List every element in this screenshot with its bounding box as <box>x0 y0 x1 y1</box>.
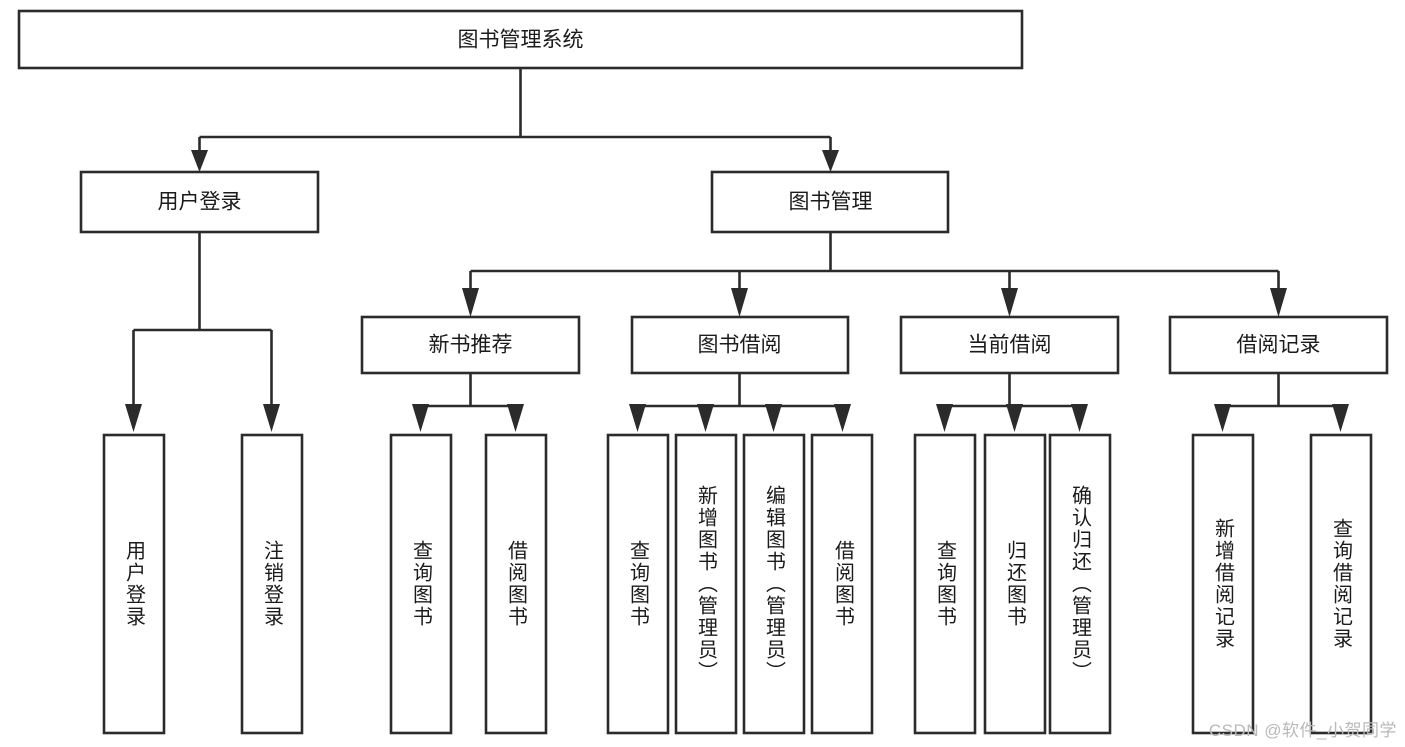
node-leaf-add-record-label: 新增借阅记录 <box>1212 518 1235 650</box>
node-book-borrow-box[interactable] <box>630 315 850 375</box>
node-current-borrow-box[interactable] <box>899 315 1120 375</box>
edge-newbookrec-to-leaves-trunk <box>419 373 517 421</box>
node-root-box[interactable] <box>17 9 1024 70</box>
arrowhead-leaf-user-login <box>125 404 142 432</box>
arrowhead-leaf-edit-book <box>765 404 782 432</box>
node-current-borrow-label: 当前借阅 <box>968 334 1052 357</box>
csdn-watermark: CSDN @软件_小贺同学 <box>1208 721 1397 740</box>
node-leaf-query-record-label: 查询借阅记录 <box>1330 518 1353 650</box>
node-leaf-user-login[interactable]: 用户登录 <box>102 433 166 735</box>
arrowhead-leaf-user-logout <box>263 404 280 432</box>
node-leaf-return-book-label: 归还图书 <box>1004 540 1027 628</box>
node-leaf-confirm-return-box[interactable] <box>1048 433 1112 735</box>
arrowhead-leaf-add-book <box>697 404 714 432</box>
node-borrow-record-label: 借阅记录 <box>1237 334 1321 357</box>
node-leaf-user-login-label: 用户登录 <box>123 540 146 628</box>
node-book-borrow[interactable]: 图书借阅 <box>630 315 850 375</box>
node-leaf-return-book[interactable]: 归还图书 <box>983 433 1047 735</box>
node-book-borrow-label: 图书借阅 <box>698 334 782 357</box>
node-leaf-query-book-c-label: 查询图书 <box>934 540 957 628</box>
node-leaf-borrow-book-b-label: 借阅图书 <box>832 540 855 628</box>
node-book-manage-label: 图书管理 <box>789 191 873 214</box>
node-user-login-label: 用户登录 <box>158 191 242 214</box>
node-borrow-record-box[interactable] <box>1168 315 1389 375</box>
arrowhead-leaf-query-book-a <box>412 404 429 432</box>
node-leaf-add-record-box[interactable] <box>1191 433 1255 735</box>
node-leaf-user-login-box[interactable] <box>102 433 166 735</box>
node-leaf-edit-book-label: 编辑图书（管理员） <box>763 485 786 683</box>
node-leaf-borrow-book-b-box[interactable] <box>810 433 874 735</box>
arrowhead-leaf-confirm-return <box>1071 404 1088 432</box>
node-leaf-edit-book-box[interactable] <box>742 433 806 735</box>
arrowhead-leaf-add-record <box>1214 404 1231 432</box>
node-leaf-query-book-a[interactable]: 查询图书 <box>389 433 453 735</box>
node-leaf-add-book[interactable]: 新增图书（管理员） <box>674 433 738 735</box>
arrowhead-borrow-record <box>1270 288 1287 317</box>
arrowhead-leaf-query-book-c <box>936 404 953 432</box>
arrowhead-book-manage <box>822 150 839 172</box>
node-leaf-query-record[interactable]: 查询借阅记录 <box>1309 433 1373 735</box>
node-book-manage[interactable]: 图书管理 <box>710 170 950 234</box>
node-new-book-rec[interactable]: 新书推荐 <box>360 315 581 375</box>
node-user-login-box[interactable] <box>79 170 320 234</box>
node-leaf-query-book-b-label: 查询图书 <box>627 540 650 628</box>
arrowhead-user-login <box>191 150 208 172</box>
node-root[interactable]: 图书管理系统 <box>17 9 1024 70</box>
arrowhead-leaf-return-book <box>1006 404 1023 432</box>
connector-layer <box>132 68 1342 421</box>
node-leaf-query-book-a-label: 查询图书 <box>410 540 433 628</box>
node-leaf-confirm-return-label: 确认归还（管理员） <box>1069 485 1092 683</box>
node-root-label: 图书管理系统 <box>458 29 584 52</box>
node-leaf-query-book-a-box[interactable] <box>389 433 453 735</box>
arrowhead-new-book-rec <box>462 288 479 317</box>
node-leaf-confirm-return[interactable]: 确认归还（管理员） <box>1048 433 1112 735</box>
node-leaf-return-book-box[interactable] <box>983 433 1047 735</box>
node-leaf-add-book-box[interactable] <box>674 433 738 735</box>
node-leaf-add-record[interactable]: 新增借阅记录 <box>1191 433 1255 735</box>
arrowhead-current-borrow <box>1001 288 1018 317</box>
node-leaf-query-book-c[interactable]: 查询图书 <box>913 433 977 735</box>
node-leaf-borrow-book-a-box[interactable] <box>484 433 548 735</box>
arrowhead-leaf-borrow-book-b <box>834 404 851 432</box>
node-leaf-borrow-book-b[interactable]: 借阅图书 <box>810 433 874 735</box>
node-leaf-query-book-b[interactable]: 查询图书 <box>606 433 670 735</box>
edge-bookborrow-to-leaves-trunk <box>636 373 844 421</box>
arrowhead-leaf-query-record <box>1332 404 1349 432</box>
arrowhead-layer <box>125 150 1349 432</box>
arrowhead-leaf-borrow-book-a <box>507 404 524 432</box>
node-book-manage-box[interactable] <box>710 170 950 234</box>
arrowhead-book-borrow <box>731 288 748 317</box>
node-leaf-query-record-box[interactable] <box>1309 433 1373 735</box>
node-leaf-user-logout-label: 注销登录 <box>261 540 284 628</box>
arrowhead-leaf-query-book-b <box>629 404 646 432</box>
node-leaf-edit-book[interactable]: 编辑图书（管理员） <box>742 433 806 735</box>
node-leaf-add-book-label: 新增图书（管理员） <box>695 485 718 683</box>
node-leaf-user-logout-box[interactable] <box>240 433 304 735</box>
node-new-book-rec-label: 新书推荐 <box>429 334 513 357</box>
edge-userlogin-to-leaves-trunk <box>132 232 273 406</box>
node-leaf-user-logout[interactable]: 注销登录 <box>240 433 304 735</box>
node-leaf-query-book-c-box[interactable] <box>913 433 977 735</box>
edge-borrowrecord-to-leaves-trunk <box>1221 373 1342 421</box>
node-leaf-borrow-book-a[interactable]: 借阅图书 <box>484 433 548 735</box>
edge-bookmanage-to-level2-trunk <box>469 232 1280 288</box>
node-user-login[interactable]: 用户登录 <box>79 170 320 234</box>
node-new-book-rec-box[interactable] <box>360 315 581 375</box>
node-leaf-borrow-book-a-label: 借阅图书 <box>505 540 528 628</box>
node-current-borrow[interactable]: 当前借阅 <box>899 315 1120 375</box>
node-leaf-query-book-b-box[interactable] <box>606 433 670 735</box>
edge-root-to-level1-trunk <box>198 68 832 152</box>
node-borrow-record[interactable]: 借阅记录 <box>1168 315 1389 375</box>
